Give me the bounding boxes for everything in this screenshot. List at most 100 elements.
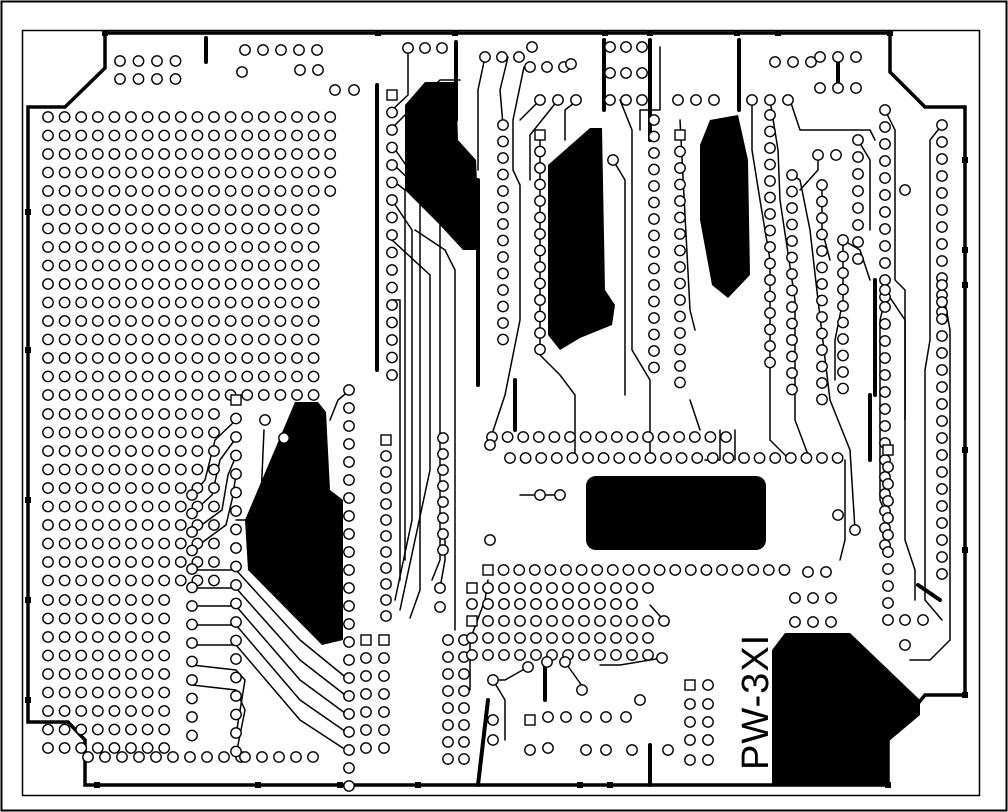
pad-ring-icon [75,204,88,216]
pad-ring-icon [114,55,126,67]
pad-ring-icon [674,277,686,290]
pad-ring-icon [91,408,104,420]
copper-pour-3 [700,115,750,298]
pad-ring-icon [607,154,619,166]
pad-ring-icon [125,742,137,754]
pad-ring-icon [530,598,542,610]
pad-ring-icon [458,736,470,748]
pad-ring-icon [174,259,187,272]
pad-ring-icon [291,315,303,327]
pad-ring-icon [141,352,154,364]
pad-ring-icon [230,486,242,499]
trace [391,239,431,611]
pad-ring-icon [108,129,121,142]
pad-ring-icon [526,41,538,53]
pad-ring-icon [191,222,204,235]
pad-ring-icon [535,452,548,464]
trace [857,139,871,231]
pad-ring-icon [852,219,864,231]
pad-ring-icon [42,519,54,531]
pad-ring-icon [91,537,104,550]
pad-ring-icon [882,495,894,507]
pad-ring-icon [437,512,449,524]
pad-ring-icon [257,148,270,160]
pad-ring-icon [125,482,137,494]
edge-marker [887,30,893,36]
pad-ring-icon [837,349,849,362]
pad-ring-icon [274,241,287,253]
trace [191,605,350,717]
pad-ring-icon [158,315,171,327]
pad-ring-icon [274,204,287,216]
pad-ring-icon [562,598,574,610]
pad-ring-icon [674,343,686,356]
pad-ring-icon [241,278,254,290]
pad-ring-icon [291,259,303,272]
pad-ring-icon [437,480,449,492]
pad-ring-icon [75,315,88,327]
pad-ring-icon [108,333,121,346]
pad-ring-icon [691,452,704,464]
pad-ring-icon [343,600,355,612]
pad-ring-icon [241,166,254,179]
pad-ring-icon [125,649,137,662]
pad-ring-icon [108,222,121,235]
pad-ring-icon [594,615,606,627]
pad-ring-icon [274,315,287,327]
pad-ring-icon [702,754,714,766]
pad-ring-icon [75,631,88,643]
pad-ring-icon [348,84,360,96]
pad-ring-icon [437,496,449,508]
pad-ring-icon [174,222,187,235]
pad-ring-icon [764,307,776,319]
pad-ring-icon [702,716,714,728]
pad-ring-icon [936,568,948,580]
pad-ring-icon [208,463,220,476]
pad-ring-icon [42,742,54,754]
pad-ring-icon [42,241,54,253]
pad-ring-icon [108,408,121,420]
pad-ring-icon [580,744,592,756]
pad-ring-icon [532,431,545,443]
pad-ring-icon [562,632,574,644]
pad-ring-icon [386,369,398,381]
pad-ring-icon [230,690,242,702]
pad-ring-icon [324,111,337,123]
pad-ring-icon [879,318,891,330]
pad-ring-icon [208,129,220,142]
pad-ring-icon [208,556,220,568]
pad-ring-icon [764,241,776,253]
pad-ring-icon [674,178,686,191]
pad-ring-icon [125,537,137,550]
pad-ring-icon [186,526,198,538]
square-pad-icon [534,129,546,141]
pad-ring-icon [141,241,154,253]
pad-ring-icon [626,582,638,594]
pad-ring-icon [125,352,137,364]
pad-ring-icon [307,241,320,253]
pad-ring-icon [830,149,842,161]
pad-ring-icon [58,241,71,253]
pad-ring-icon [311,44,323,56]
pad-ring-icon [108,482,121,494]
pad-ring-icon [852,236,864,248]
pad-ring-icon [380,594,392,606]
edge-marker [375,30,381,36]
pad-ring-icon [307,315,320,327]
edge-marker [94,782,100,788]
pad-ring-icon [158,463,171,476]
pad-ring-icon [241,185,254,197]
pad-ring-icon [91,631,104,643]
pad-ring-icon [402,42,414,54]
pad-ring-icon [882,614,894,626]
pad-ring-icon [174,296,187,309]
pad-ring-icon [534,211,546,224]
pad-ring-icon [91,333,104,346]
pad-ring-icon [174,389,187,401]
trace [391,199,413,601]
pad-ring-icon [125,259,137,272]
pad-ring-icon [879,274,891,286]
pad-ring-icon [642,632,654,644]
pad-ring-icon [294,64,306,76]
pad-ring-icon [208,389,220,401]
